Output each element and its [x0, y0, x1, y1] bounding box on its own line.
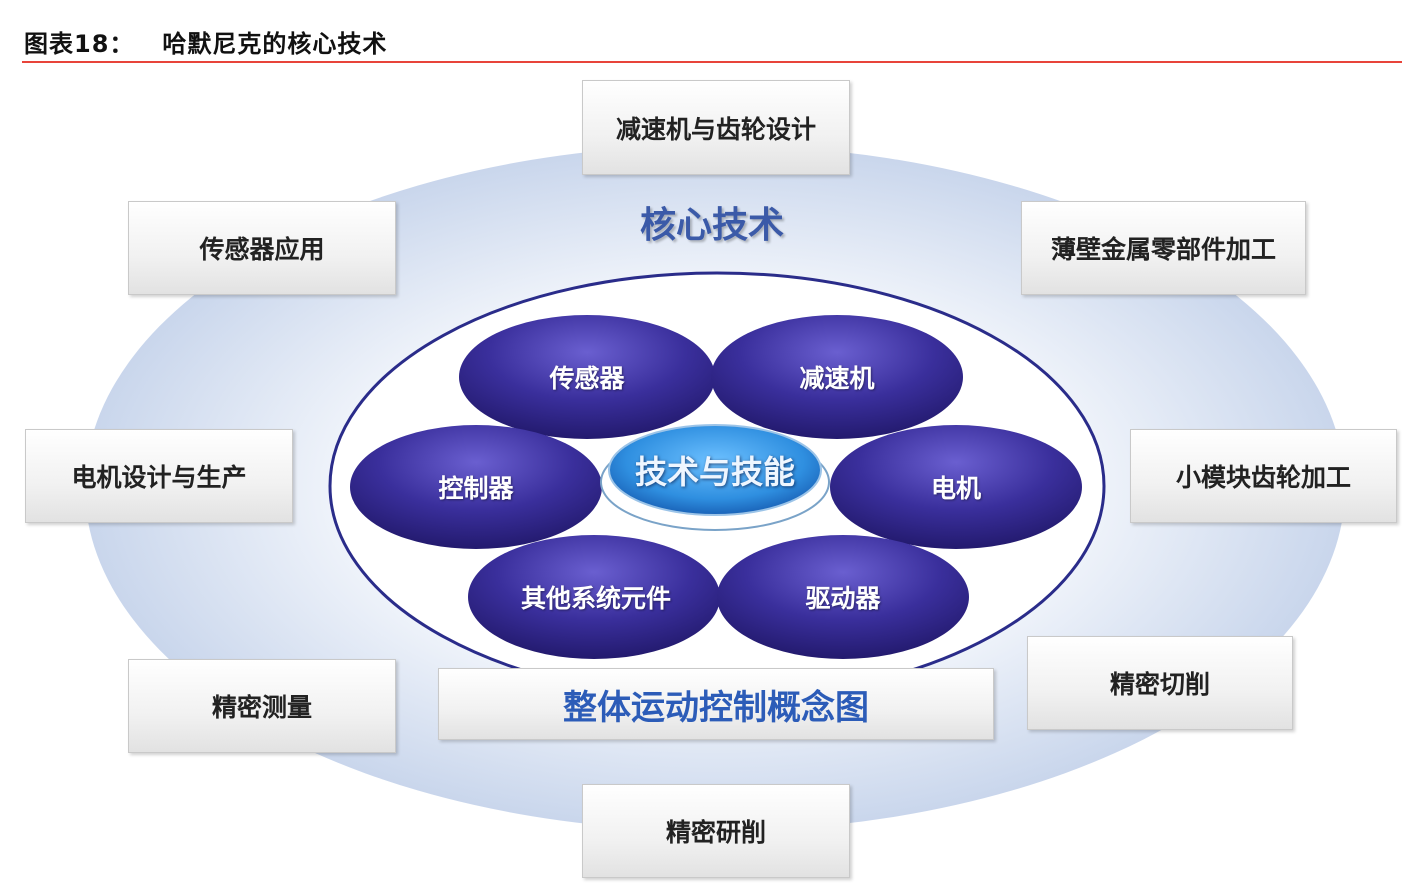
box-thin-wall-metal: 薄壁金属零部件加工 [1021, 201, 1306, 295]
box-motor-design: 电机设计与生产 [25, 429, 293, 523]
oval-label-sensor: 传感器 [549, 364, 625, 393]
box-precision-measure: 精密测量 [128, 659, 396, 753]
oval-sensor [459, 315, 715, 439]
oval-label-other: 其他系统元件 [520, 584, 672, 613]
oval-label-reducer: 减速机 [799, 364, 875, 393]
box-sensor-application: 传感器应用 [128, 201, 396, 295]
figure-label: 图表18： [24, 30, 135, 58]
oval-driver [717, 535, 969, 659]
oval-label-controller: 控制器 [438, 474, 514, 503]
center-ellipse [608, 424, 822, 516]
oval-other [468, 535, 720, 659]
box-small-gear: 小模块齿轮加工 [1130, 429, 1397, 523]
core-tech-label: 核心技术 [639, 205, 785, 246]
oval-label-driver: 驱动器 [805, 584, 881, 613]
figure-title-text: 哈默尼克的核心技术 [162, 30, 388, 58]
box-precision-cutting: 精密切削 [1027, 636, 1293, 730]
oval-reducer [711, 315, 963, 439]
oval-motor [830, 425, 1082, 549]
box-precision-grinding: 精密研削 [582, 784, 850, 878]
figure-title: 图表18： 哈默尼克的核心技术 [24, 24, 387, 59]
concept-label-box: 整体运动控制概念图 [438, 668, 994, 740]
title-divider [22, 61, 1402, 63]
oval-label-motor: 电机 [930, 474, 982, 503]
box-reducer-gear-design: 减速机与齿轮设计 [582, 80, 850, 175]
center-label: 技术与技能 [634, 453, 796, 491]
oval-controller [350, 425, 602, 549]
